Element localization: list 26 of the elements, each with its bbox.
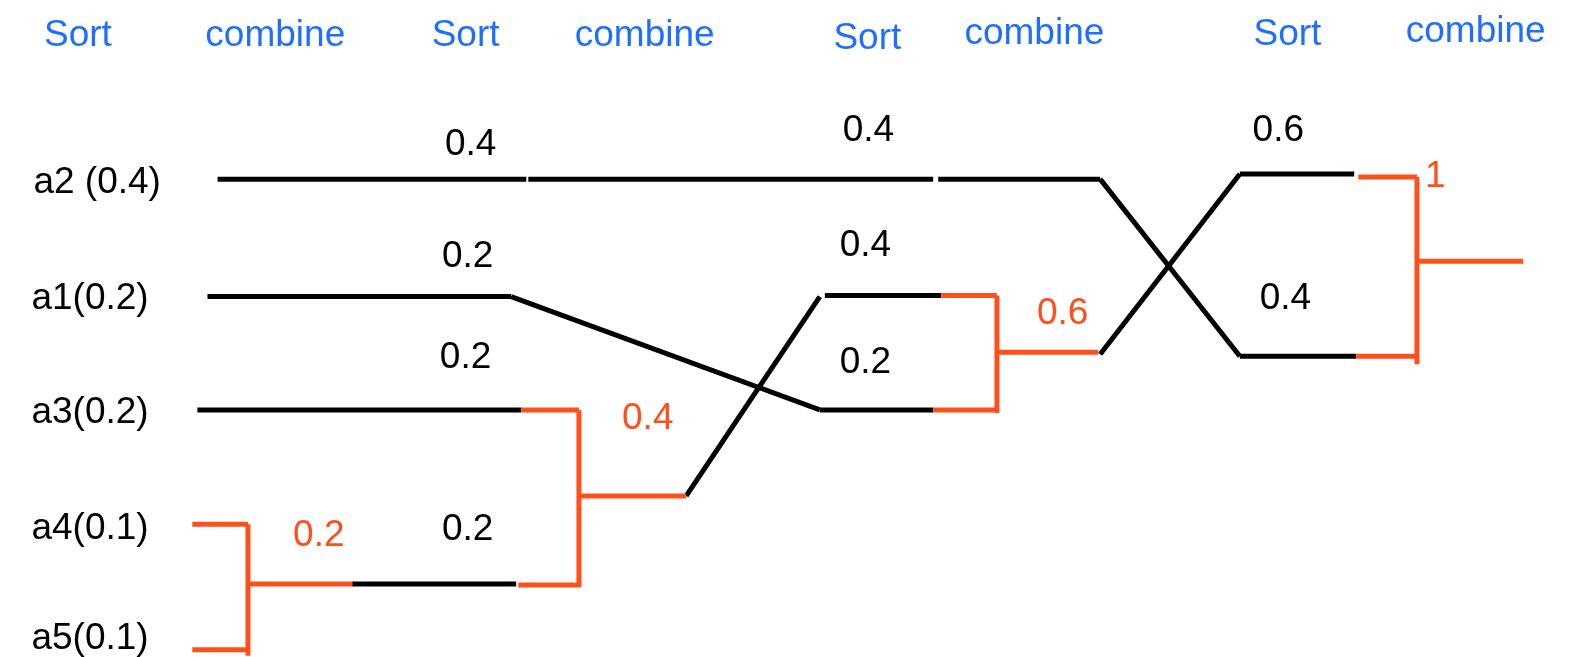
- symbol-probability-label: a4(0.1): [31, 507, 149, 545]
- step-heading: Sort: [833, 17, 902, 55]
- probability-label: 0.2: [439, 336, 492, 374]
- step-heading: combine: [1405, 10, 1546, 48]
- symbol-probability-label: a2 (0.4): [33, 161, 161, 199]
- probability-label: 0.2: [839, 341, 892, 379]
- probability-label: 0.4: [444, 123, 497, 161]
- step-heading: Sort: [1253, 13, 1322, 51]
- step-heading: Sort: [44, 14, 112, 52]
- merged-probability-label: 1: [1424, 155, 1446, 193]
- symbol-probability-label: a1(0.2): [31, 277, 149, 315]
- step-heading: combine: [964, 12, 1105, 50]
- merged-probability-label: 0.2: [293, 514, 345, 552]
- merged-probability-label: 0.6: [1037, 292, 1089, 330]
- merged-probability-label: 0.4: [622, 397, 674, 435]
- symbol-probability-label: a5(0.1): [31, 617, 149, 655]
- step-heading: Sort: [431, 14, 500, 52]
- step-heading: combine: [574, 14, 715, 52]
- probability-label: 0.6: [1252, 109, 1304, 146]
- probability-label: 0.4: [842, 109, 895, 146]
- probability-label: 0.4: [839, 224, 892, 262]
- probability-label: 0.2: [441, 508, 494, 546]
- probability-label: 0.2: [441, 235, 494, 273]
- symbol-probability-label: a3(0.2): [31, 391, 149, 429]
- step-heading: combine: [205, 14, 346, 52]
- probability-label: 0.4: [1259, 277, 1312, 315]
